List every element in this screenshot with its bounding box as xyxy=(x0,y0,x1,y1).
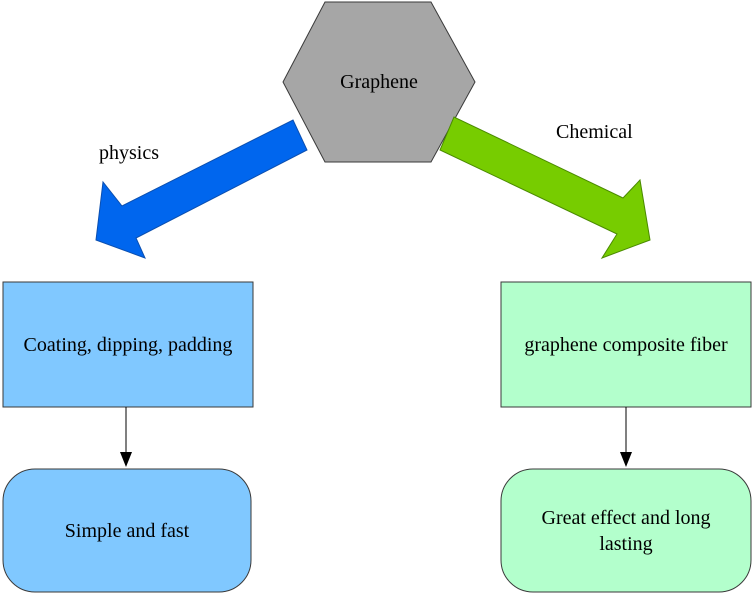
physics-process-label: Coating, dipping, padding xyxy=(23,333,233,356)
graphene-label: Graphene xyxy=(340,71,418,93)
chemical-result-label: Great effect and long lasting xyxy=(541,506,711,555)
physics-edge-label: physics xyxy=(99,142,159,164)
graphene-hexagon xyxy=(282,1,476,163)
chemical-arrow xyxy=(439,116,651,259)
chemical-result-box xyxy=(500,468,752,593)
physics-process-box xyxy=(2,281,254,408)
physics-result-label: Simple and fast xyxy=(64,519,190,542)
chemical-edge-label: Chemical xyxy=(556,121,633,143)
physics-result-box xyxy=(2,468,252,593)
chemical-connector-head xyxy=(620,452,632,467)
physics-arrow xyxy=(95,119,308,259)
chemical-process-box xyxy=(500,281,752,408)
physics-connector-head xyxy=(120,452,132,467)
chemical-process-label: graphene composite fiber xyxy=(524,333,728,356)
